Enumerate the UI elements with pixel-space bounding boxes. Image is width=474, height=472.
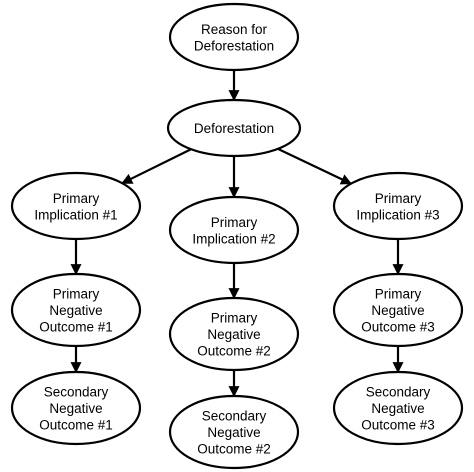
node-label-line: Primary	[375, 287, 422, 302]
node-label-line: Negative	[207, 327, 260, 342]
node-deforestation: Deforestation	[166, 98, 302, 158]
node-label-line: Implication #1	[34, 207, 117, 222]
node-label-line: Primary	[375, 191, 422, 206]
node-shape-deforestation	[166, 98, 302, 158]
node-label-line: Negative	[371, 303, 424, 318]
node-label-line: Primary	[211, 311, 258, 326]
node-label-line: Negative	[207, 425, 260, 440]
node-shape-secondary_negative_outcome_3	[332, 370, 464, 446]
node-label-line: Outcome #1	[39, 320, 113, 335]
node-shape-secondary_negative_outcome_1	[10, 370, 142, 446]
node-shape-reason	[168, 2, 300, 72]
node-shape-primary_implication_1	[10, 171, 142, 241]
node-label-line: Negative	[49, 401, 102, 416]
arrow-deforestation-to-primary_implication_1	[121, 148, 192, 185]
node-label-line: Outcome #3	[361, 418, 435, 433]
node-label-line: Primary	[211, 215, 258, 230]
node-label-line: Outcome #2	[197, 344, 271, 359]
node-label-line: Reason for	[201, 22, 268, 37]
node-label-line: Outcome #2	[197, 442, 271, 457]
edges-layer	[70, 70, 404, 398]
node-label-deforestation: Deforestation	[194, 121, 274, 136]
node-label-line: Primary	[53, 287, 100, 302]
node-label-line: Secondary	[366, 385, 431, 400]
node-label-line: Outcome #3	[361, 320, 435, 335]
node-label-line: Primary	[53, 191, 100, 206]
node-label-line: Deforestation	[194, 121, 274, 136]
node-shape-primary_implication_2	[168, 195, 300, 265]
node-shape-primary_negative_outcome_3	[332, 272, 464, 348]
node-shape-secondary_negative_outcome_2	[168, 394, 300, 470]
node-label-line: Deforestation	[194, 38, 274, 53]
node-label-line: Secondary	[202, 409, 267, 424]
node-shape-primary_negative_outcome_1	[10, 272, 142, 348]
node-label-line: Secondary	[44, 385, 109, 400]
node-shape-primary_implication_3	[332, 171, 464, 241]
node-label-line: Negative	[49, 303, 102, 318]
node-shape-primary_negative_outcome_2	[168, 296, 300, 372]
node-label-line: Outcome #1	[39, 418, 113, 433]
node-label-line: Negative	[371, 401, 424, 416]
node-label-line: Implication #2	[192, 231, 275, 246]
arrow-deforestation-to-primary_implication_3	[277, 147, 352, 185]
node-label-line: Implication #3	[356, 207, 439, 222]
